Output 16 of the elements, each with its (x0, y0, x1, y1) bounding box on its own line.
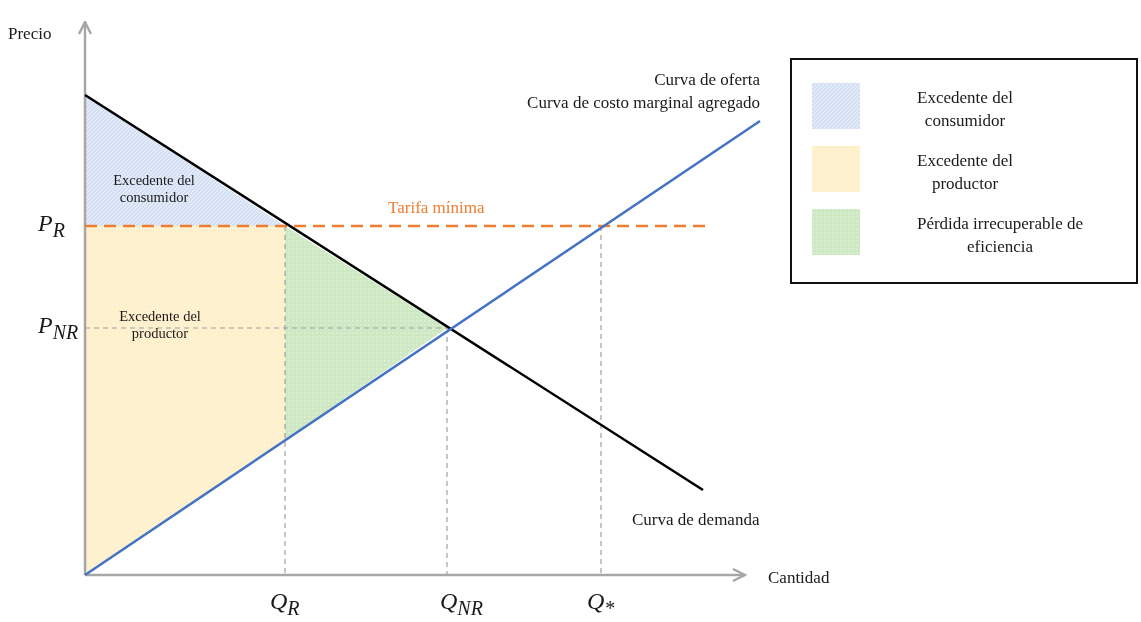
area-label: Excedente del productor (118, 308, 202, 342)
price-label: P$_{NR}$ (38, 312, 79, 344)
axis-title: Cantidad (768, 568, 830, 588)
legend-label: Pérdida irrecuperable de eficiencia (915, 213, 1085, 258)
area-label: Excedente del consumidor (112, 172, 196, 206)
line-label: Tarifa mínima (388, 198, 485, 218)
price-label: P$_{R}$ (38, 210, 65, 242)
axis-title: Precio (8, 24, 52, 44)
curve-label: Curva de oferta (654, 70, 760, 90)
curve-label: Curva de demanda (632, 510, 760, 530)
legend-label: Excedente del consumidor (916, 87, 1014, 132)
legend-label: Excedente del productor (916, 150, 1014, 195)
curve-label: Curva de costo marginal agregado (527, 93, 760, 113)
quantity-label: Q$_{NR}$ (440, 588, 483, 620)
quantity-label: Q$_{R}$ (270, 588, 300, 620)
quantity-label: Q$_{*}$ (587, 588, 615, 620)
